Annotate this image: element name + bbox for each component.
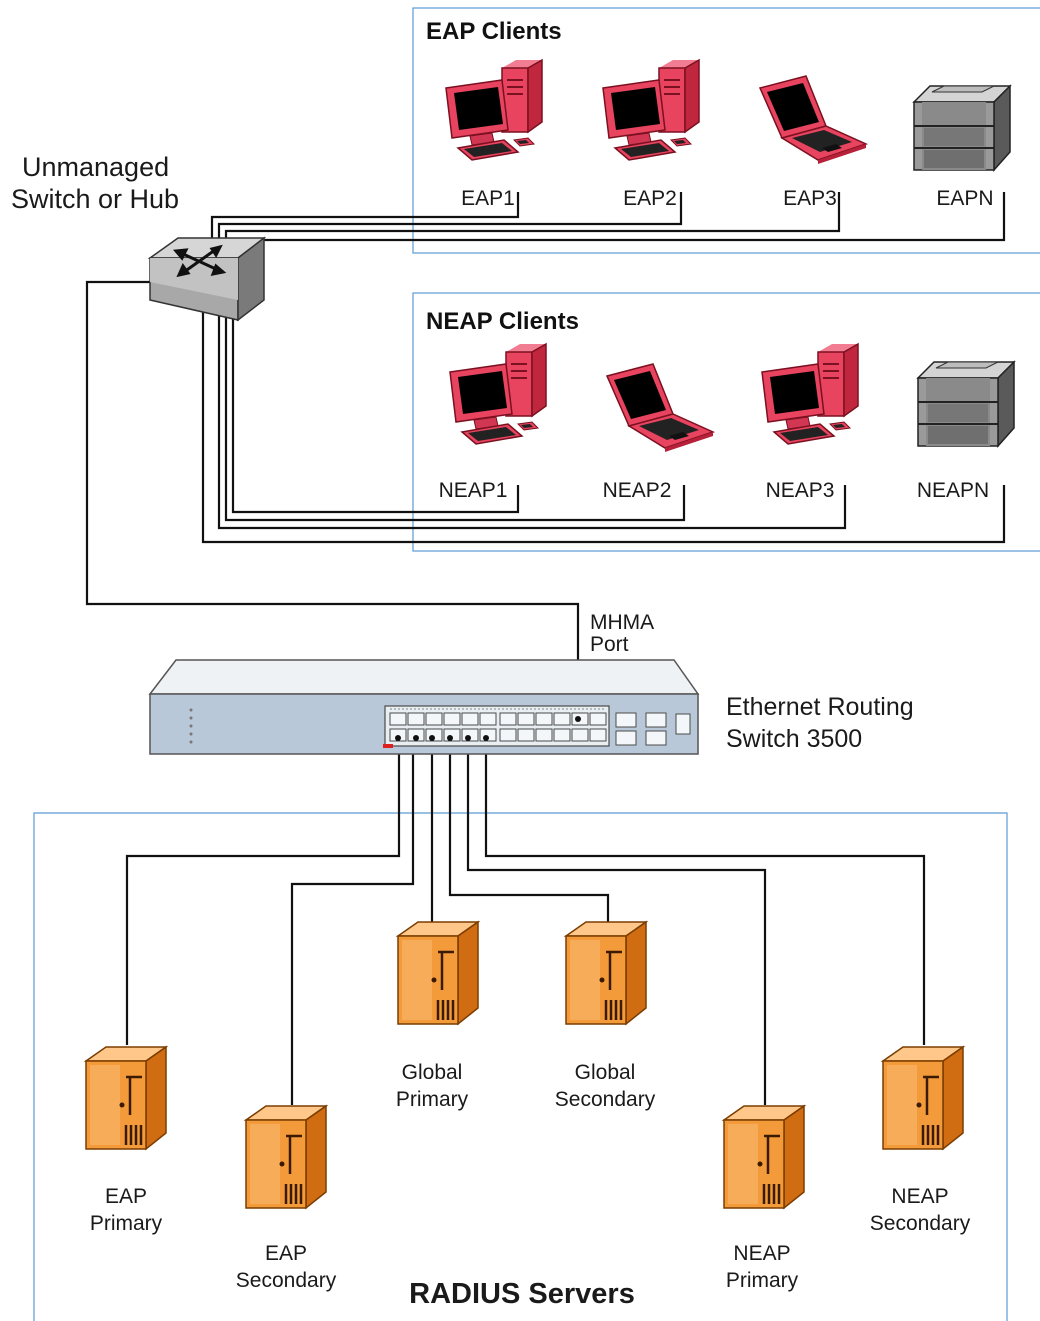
neapn-printer-icon bbox=[917, 361, 1015, 447]
client-label: EAP1 bbox=[461, 187, 515, 210]
client-label: EAPN bbox=[936, 187, 994, 210]
neap1-desktop-icon bbox=[449, 343, 547, 445]
server-label-line1: EAP bbox=[264, 1242, 308, 1265]
radius-cables bbox=[125, 742, 926, 1105]
eap-secondary-server-icon bbox=[244, 1104, 328, 1210]
neap-clients-box bbox=[412, 292, 1040, 552]
client-label: NEAPN bbox=[916, 479, 990, 502]
client-label: NEAP3 bbox=[765, 479, 835, 502]
neap-cables bbox=[201, 305, 1006, 544]
hub-label-line1: Unmanaged bbox=[22, 152, 170, 182]
eap-primary-server-icon bbox=[84, 1045, 168, 1151]
ethernet-switch-icon bbox=[148, 659, 700, 755]
client-label: NEAP1 bbox=[438, 479, 508, 502]
neap2-laptop-icon bbox=[606, 363, 714, 453]
neap-clients-title: NEAP Clients bbox=[426, 308, 579, 335]
hub-label-line2: Switch or Hub bbox=[11, 184, 180, 214]
server-label-line2: Secondary bbox=[554, 1088, 656, 1111]
neap-secondary-server-icon bbox=[881, 1045, 965, 1151]
global-primary-server-icon bbox=[396, 920, 480, 1026]
server-label-line2: Primary bbox=[725, 1269, 799, 1292]
eap-clients-box bbox=[412, 7, 1040, 254]
mhma-label-line1: MHMA bbox=[590, 611, 655, 634]
global-secondary-server-icon bbox=[564, 920, 648, 1026]
server-label-line1: NEAP bbox=[733, 1242, 791, 1265]
uplink-cable bbox=[85, 280, 580, 710]
eapn-printer-icon bbox=[913, 85, 1011, 171]
server-label-line2: Primary bbox=[395, 1088, 469, 1111]
eap-cables bbox=[210, 192, 1006, 262]
radius-servers-title: RADIUS Servers bbox=[409, 1278, 635, 1310]
ers-label-line2: Switch 3500 bbox=[726, 725, 863, 753]
server-label-line2: Primary bbox=[89, 1212, 163, 1235]
ers-label-line1: Ethernet Routing bbox=[726, 693, 914, 721]
eap2-desktop-icon bbox=[602, 59, 700, 161]
server-label-line2: Secondary bbox=[235, 1269, 337, 1292]
eap3-laptop-icon bbox=[759, 75, 867, 165]
client-label: EAP3 bbox=[783, 187, 837, 210]
server-label-line1: NEAP bbox=[891, 1185, 949, 1208]
neap-primary-server-icon bbox=[722, 1104, 806, 1210]
server-label-line2: Secondary bbox=[869, 1212, 971, 1235]
hub-icon bbox=[147, 236, 267, 322]
radius-servers-box bbox=[33, 812, 1008, 1321]
server-label-line1: EAP bbox=[104, 1185, 148, 1208]
client-label: NEAP2 bbox=[602, 479, 672, 502]
neap3-desktop-icon bbox=[761, 343, 859, 445]
eap1-desktop-icon bbox=[445, 59, 543, 161]
server-label-line1: Global bbox=[401, 1061, 463, 1084]
eap-clients-title: EAP Clients bbox=[426, 18, 562, 45]
server-label-line1: Global bbox=[574, 1061, 636, 1084]
mhma-label-line2: Port bbox=[590, 633, 629, 656]
client-label: EAP2 bbox=[623, 187, 677, 210]
